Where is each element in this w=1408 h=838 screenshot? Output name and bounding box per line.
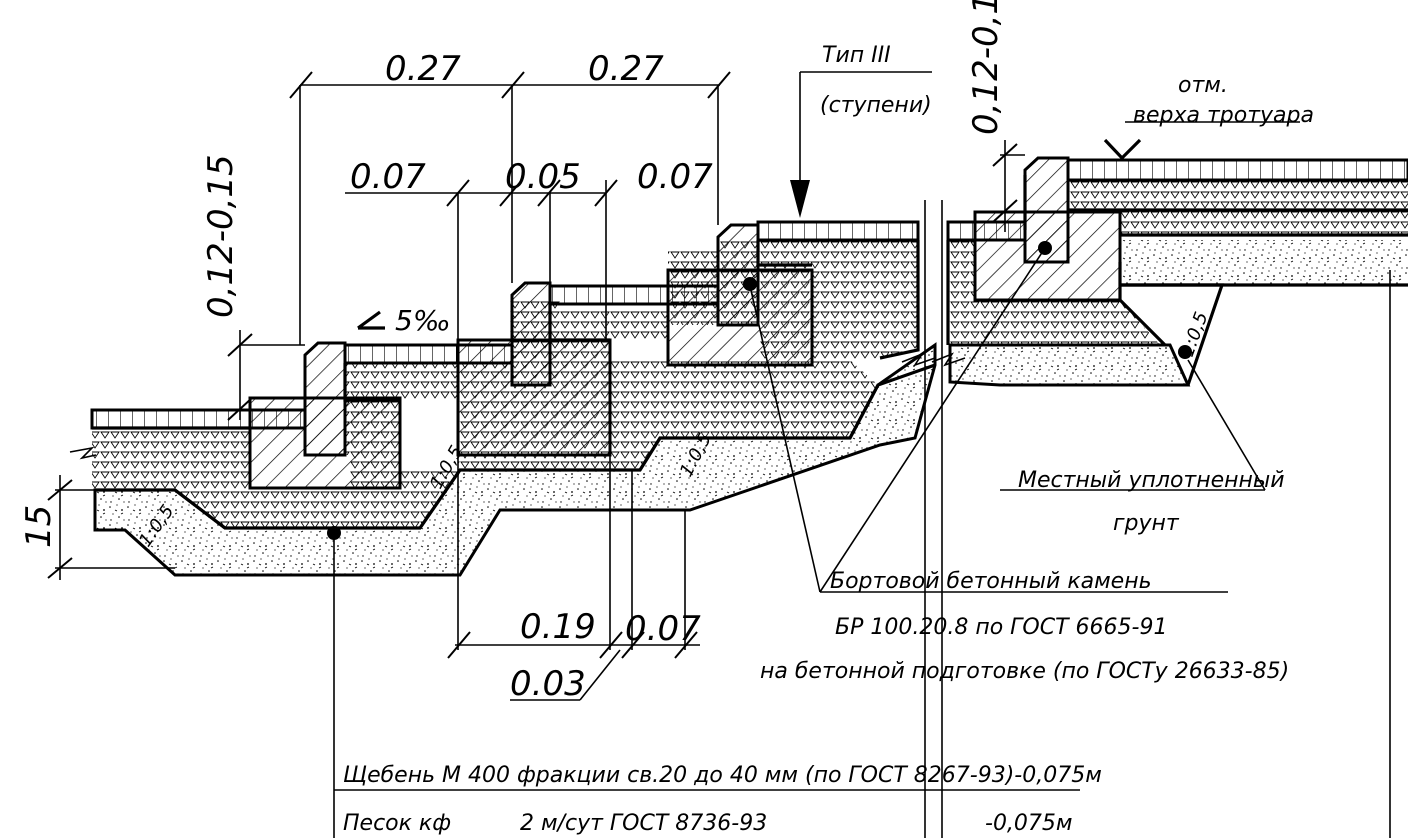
elevation-label-line2: верха тротуара bbox=[1133, 103, 1314, 128]
dim-curb-width-2: 0.07 bbox=[637, 157, 713, 197]
paving-tiles bbox=[90, 158, 1408, 430]
sand-marker-dot bbox=[1178, 345, 1192, 359]
curb-label-line2: БР 100.20.8 по ГОСТ 6665-91 bbox=[835, 615, 1167, 640]
gravel-base-layer bbox=[93, 240, 1408, 577]
type-subtitle: (ступени) bbox=[820, 93, 932, 118]
dim-base-thickness: 15 bbox=[19, 505, 59, 548]
legend-row-sand-spec: 2 м/сут ГОСТ 8736-93 bbox=[520, 811, 767, 836]
dim-bottom-curb: 0.07 bbox=[625, 609, 701, 649]
curb-marker-dot bbox=[743, 277, 757, 291]
dim-step-width-2: 0.27 bbox=[588, 49, 664, 89]
slope-label: 5‰ bbox=[395, 304, 451, 337]
type-title: Тип III bbox=[822, 43, 891, 68]
leader-lines bbox=[333, 247, 1391, 838]
elevation-label-line1: отм. bbox=[1178, 73, 1228, 98]
soil-label-line1: Местный уплотненный bbox=[1018, 468, 1285, 493]
legend-row-gravel: Щебень М 400 фракции св.20 до 40 мм (по … bbox=[343, 763, 1102, 788]
curb-label-line1: Бортовой бетонный камень bbox=[830, 569, 1152, 594]
soil-label-line2: грунт bbox=[1113, 511, 1180, 536]
dim-curb-width-1: 0.07 bbox=[350, 157, 426, 197]
dimension-lines bbox=[47, 71, 1300, 701]
dim-riser-height-right: 0,12-0,15 bbox=[966, 0, 1006, 135]
dim-bottom-offset: 0.03 bbox=[510, 664, 586, 704]
dim-riser-height-left: 0,12-0,15 bbox=[201, 154, 241, 318]
legend-row-sand-name: Песок кф bbox=[343, 811, 451, 836]
legend-row-sand-value: -0,075м bbox=[985, 811, 1073, 836]
dim-step-width-1: 0.27 bbox=[385, 49, 461, 89]
dim-bottom-width: 0.19 bbox=[520, 607, 596, 647]
curb-label-line3: на бетонной подготовке (по ГОСТу 26633-8… bbox=[760, 659, 1289, 684]
slope-ratio-4: 1:0,5 bbox=[1177, 309, 1213, 360]
section-outlines bbox=[69, 175, 1225, 838]
dim-gap-width: 0.05 bbox=[505, 157, 581, 197]
